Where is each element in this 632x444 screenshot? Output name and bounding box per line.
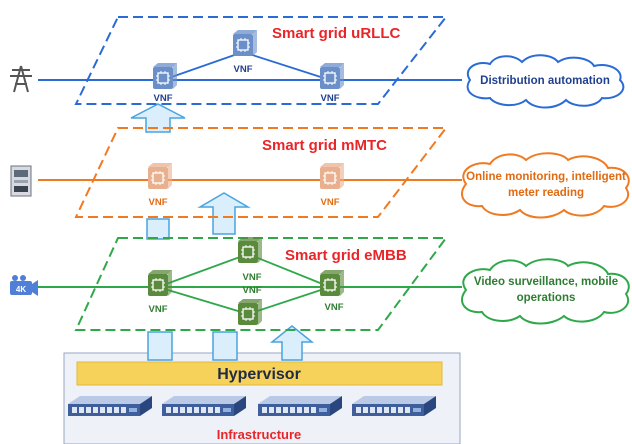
service-cloud-embb: Video surveillance, mobile operations [461, 258, 630, 325]
vnf-icon [319, 162, 345, 190]
up-arrow [146, 218, 170, 240]
vnf-icon [319, 269, 345, 297]
hypervisor-label: Hypervisor [217, 366, 301, 383]
up-arrow [212, 331, 238, 361]
vnf-label: VNF [149, 197, 168, 208]
slice-plane-embb [74, 237, 448, 331]
vnf-icon [147, 162, 173, 190]
vnf-icon [147, 269, 173, 297]
hypervisor-bar [76, 361, 443, 386]
up-arrow [147, 331, 173, 361]
server-icon [162, 396, 246, 416]
slice-title-urllc: Smart grid uRLLC [272, 25, 401, 42]
slice-title-embb: Smart grid eMBB [285, 247, 407, 264]
camera-icon: 4K [10, 275, 38, 296]
vnf-label: VNF [154, 93, 173, 104]
vnf-label: VNF [243, 272, 262, 283]
vnf-label: VNF [243, 285, 262, 296]
vnf-icon [319, 62, 345, 90]
vnf-icon [232, 29, 258, 57]
vnf-link [157, 286, 249, 315]
up-arrow [197, 192, 251, 235]
vnf-icon [237, 298, 263, 326]
service-cloud-urllc: Distribution automation [466, 54, 625, 109]
arrows [130, 103, 315, 361]
slice-plane-urllc [74, 16, 449, 105]
vnf-label: VNF [325, 302, 344, 313]
vnf-icon [152, 62, 178, 90]
server-icon [258, 396, 342, 416]
service-label-urllc: Distribution automation [480, 75, 610, 87]
meter-icon [10, 165, 32, 197]
slice-title-mmtc: Smart grid mMTC [262, 137, 387, 154]
vnf-link [247, 253, 331, 288]
vnf-icon [237, 236, 263, 264]
service-label-embb: operations [517, 292, 576, 304]
infrastructure-label: Infrastructure [217, 427, 302, 442]
server-icon [352, 396, 436, 416]
vnf-link [242, 51, 331, 81]
up-arrow [130, 103, 186, 133]
service-label-mmtc: meter reading [508, 187, 584, 199]
service-label-embb: Video surveillance, mobile [474, 276, 618, 288]
vnf-label: VNF [149, 304, 168, 315]
pylon-icon [10, 65, 32, 93]
vnf-label: VNF [321, 93, 340, 104]
vnf-link [157, 253, 249, 288]
up-arrow [269, 325, 315, 361]
vnf-label: VNF [234, 64, 253, 75]
camera-badge: 4K [16, 285, 26, 294]
server-icon [68, 396, 152, 416]
vnf-label: VNF [321, 197, 340, 208]
service-label-mmtc: Online monitoring, intelligent [466, 171, 626, 183]
slice-plane-mmtc [74, 127, 449, 218]
service-cloud-mmtc: Online monitoring, intelligent meter rea… [461, 152, 630, 219]
